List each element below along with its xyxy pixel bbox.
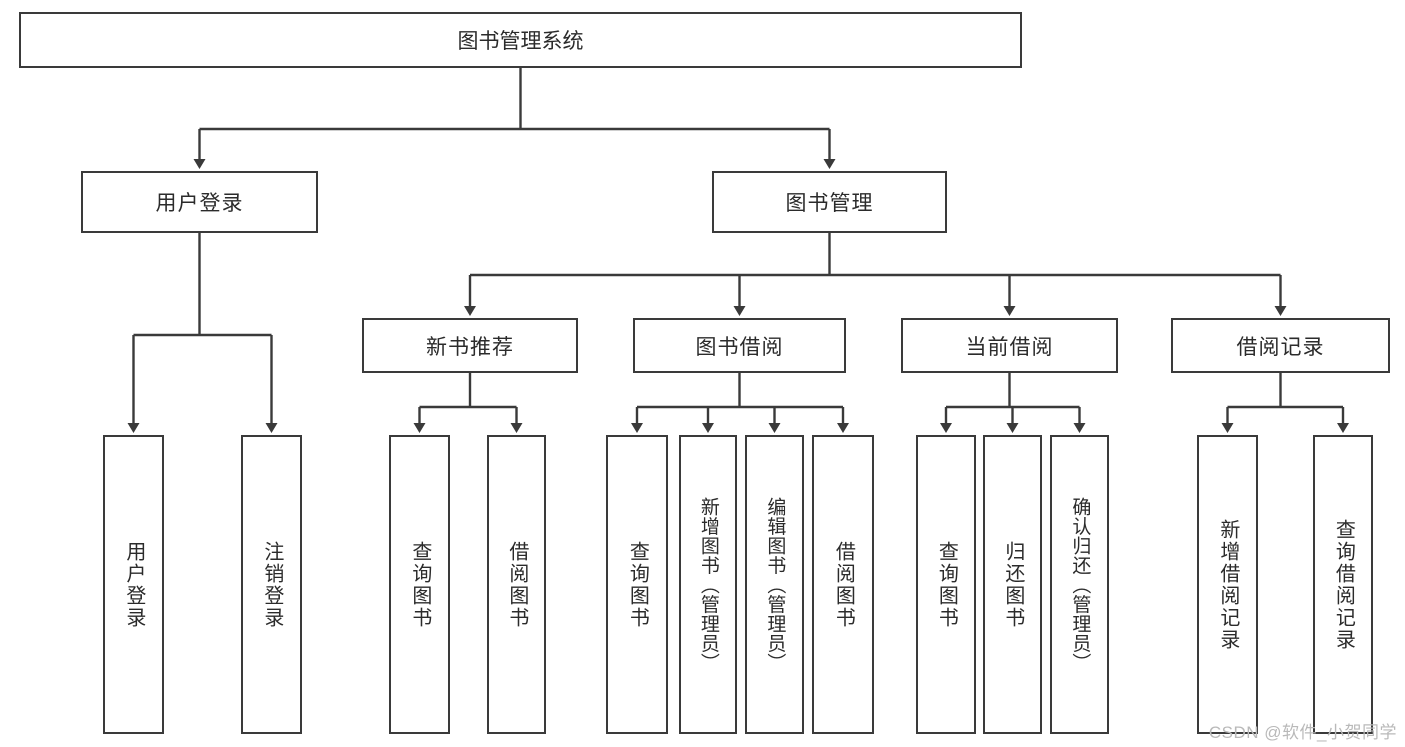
node-leaf-query-borrow-rec-label: 查询借阅记录 [1332, 518, 1355, 651]
node-book-borrow[interactable]: 图书借阅 [633, 318, 846, 373]
node-book-manage[interactable]: 图书管理 [712, 171, 947, 233]
node-current-borrow[interactable]: 当前借阅 [901, 318, 1118, 373]
node-leaf-confirm-return[interactable]: 确认归还（管理员） [1050, 435, 1109, 734]
node-root[interactable]: 图书管理系统 [19, 12, 1022, 68]
node-leaf-query-book-bor-label: 查询图书 [626, 540, 649, 629]
node-leaf-query-book-cur[interactable]: 查询图书 [916, 435, 976, 734]
node-borrow-record-label: 借阅记录 [1236, 335, 1325, 359]
node-leaf-add-borrow-record[interactable]: 新增借阅记录 [1197, 435, 1258, 734]
node-root-label: 图书管理系统 [457, 30, 584, 53]
node-user-login-label: 用户登录 [155, 192, 244, 215]
node-leaf-edit-book-admin[interactable]: 编辑图书（管理员） [745, 435, 804, 734]
node-leaf-borrow-book-rec[interactable]: 借阅图书 [487, 435, 546, 734]
node-leaf-borrow-book-bor[interactable]: 借阅图书 [812, 435, 874, 734]
node-leaf-edit-book-admin-label: 编辑图书（管理员） [764, 496, 786, 673]
node-leaf-query-book-rec[interactable]: 查询图书 [389, 435, 450, 734]
node-leaf-return-book-label: 归还图书 [1001, 540, 1024, 629]
node-leaf-borrow-book-rec-label: 借阅图书 [505, 540, 528, 629]
node-book-manage-label: 图书管理 [785, 192, 874, 215]
node-borrow-record[interactable]: 借阅记录 [1171, 318, 1390, 373]
node-leaf-user-login[interactable]: 用户登录 [103, 435, 164, 734]
node-leaf-add-book-admin-label: 新增图书（管理员） [697, 496, 719, 673]
node-leaf-confirm-return-label: 确认归还（管理员） [1069, 496, 1091, 673]
node-leaf-query-borrow-rec[interactable]: 查询借阅记录 [1313, 435, 1373, 734]
node-leaf-borrow-book-bor-label: 借阅图书 [832, 540, 855, 629]
node-leaf-add-book-admin[interactable]: 新增图书（管理员） [679, 435, 737, 734]
node-leaf-query-book-bor[interactable]: 查询图书 [606, 435, 668, 734]
node-leaf-return-book[interactable]: 归还图书 [983, 435, 1042, 734]
node-new-book-recommend-label: 新书推荐 [426, 335, 514, 359]
node-user-login[interactable]: 用户登录 [81, 171, 318, 233]
node-current-borrow-label: 当前借阅 [965, 335, 1054, 359]
node-leaf-query-book-rec-label: 查询图书 [408, 540, 431, 629]
node-leaf-query-book-cur-label: 查询图书 [935, 540, 958, 629]
node-leaf-logout-login[interactable]: 注销登录 [241, 435, 302, 734]
node-leaf-user-login-label: 用户登录 [122, 540, 145, 629]
node-leaf-logout-login-label: 注销登录 [260, 540, 283, 629]
node-leaf-add-borrow-record-label: 新增借阅记录 [1216, 518, 1239, 651]
node-book-borrow-label: 图书借阅 [695, 335, 784, 359]
node-new-book-recommend[interactable]: 新书推荐 [362, 318, 578, 373]
